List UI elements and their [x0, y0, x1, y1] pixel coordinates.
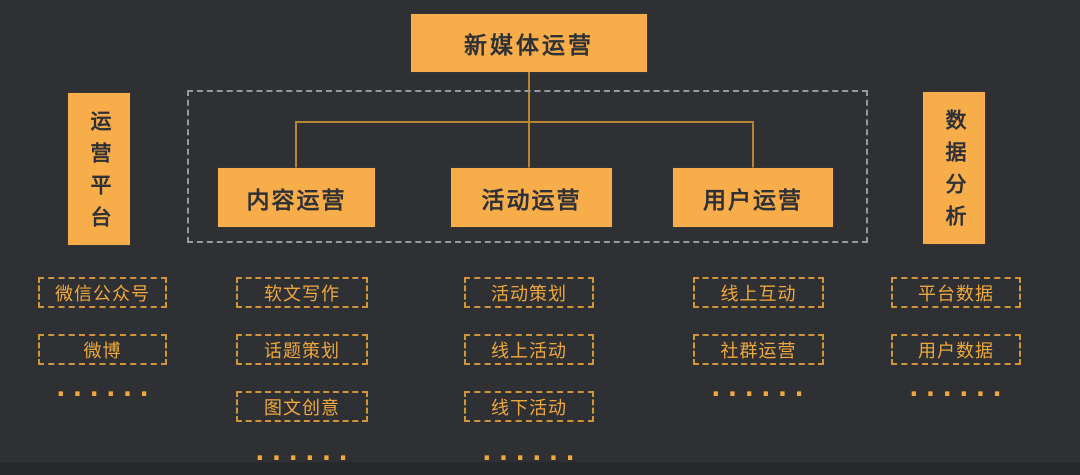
- connector-root-to-branch-center: [528, 72, 530, 169]
- item-weibo: 微博: [38, 334, 167, 365]
- item-graphic-creativity: 图文创意: [236, 391, 368, 422]
- node-user-operations: 用户运营: [673, 168, 833, 227]
- node-label: 活动运营: [481, 186, 582, 213]
- item-user-data: 用户数据: [891, 334, 1021, 365]
- node-label: 运营平台: [88, 110, 111, 238]
- item-community-operations: 社群运营: [693, 334, 824, 365]
- ellipsis-content: ......: [252, 437, 352, 467]
- node-content-operations: 内容运营: [218, 168, 375, 227]
- item-online-activities: 线上活动: [464, 334, 594, 365]
- item-topic-planning: 话题策划: [236, 334, 368, 365]
- connector-drop-users: [752, 122, 754, 169]
- node-new-media-operations: 新媒体运营: [411, 14, 647, 72]
- item-soft-article-writing: 软文写作: [236, 277, 368, 308]
- item-platform-data: 平台数据: [891, 277, 1021, 308]
- bottom-shade-strip: [0, 462, 1080, 475]
- item-offline-activities: 线下活动: [464, 391, 594, 422]
- ellipsis-platform: ......: [53, 373, 153, 403]
- branch-group-frame: [187, 90, 868, 243]
- item-wechat-official-account: 微信公众号: [38, 277, 167, 308]
- ellipsis-users: ......: [708, 373, 808, 403]
- node-activity-operations: 活动运营: [451, 168, 612, 227]
- node-data-analysis: 数据分析: [923, 92, 985, 244]
- node-operation-platform: 运营平台: [68, 93, 130, 245]
- ellipsis-data: ......: [906, 373, 1006, 403]
- ellipsis-activity: ......: [479, 437, 579, 467]
- node-label: 新媒体运营: [464, 32, 594, 58]
- node-label: 用户运营: [703, 186, 803, 213]
- node-label: 数据分析: [943, 109, 966, 237]
- item-online-interaction: 线上互动: [693, 277, 824, 308]
- connector-drop-content: [295, 122, 297, 169]
- connector-horizontal-bus: [295, 121, 754, 123]
- node-label: 内容运营: [246, 186, 347, 213]
- item-activity-planning: 活动策划: [464, 277, 594, 308]
